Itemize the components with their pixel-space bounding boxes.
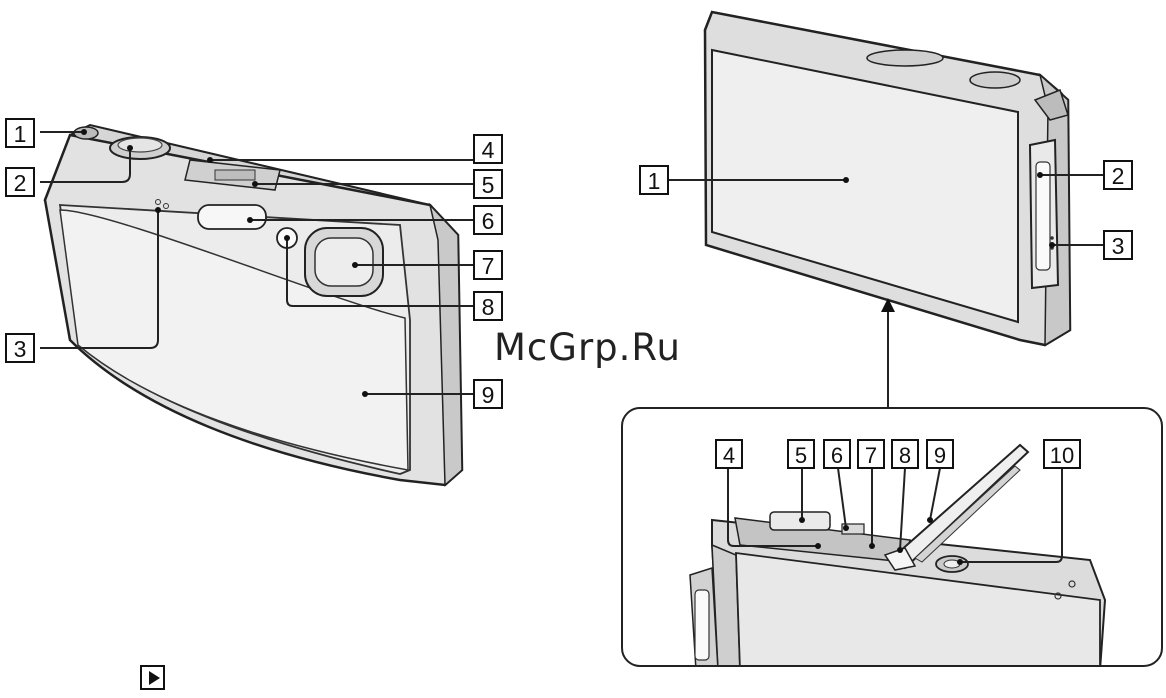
callout-label: 9 [482, 382, 495, 408]
rear-camera-view [705, 12, 1070, 345]
callout-label: 5 [482, 172, 495, 198]
callout-box: 1 [640, 166, 668, 194]
callout-box: 3 [6, 334, 34, 362]
watermark: McGrp.Ru [494, 326, 681, 369]
callout-box: 2 [1104, 161, 1132, 189]
callout-label: 7 [482, 253, 495, 279]
callout-label: 9 [934, 443, 946, 468]
callout-box: 7 [858, 440, 884, 468]
callout-label: 6 [482, 208, 495, 234]
callout-label: 1 [14, 121, 27, 147]
callout-label: 1 [648, 168, 661, 194]
callout-box: 4 [716, 440, 742, 468]
callout-box: 6 [474, 206, 502, 234]
callout-label: 8 [482, 294, 495, 320]
view-arrow [881, 298, 895, 408]
callout-box: 5 [474, 170, 502, 198]
callout-label: 3 [1112, 233, 1125, 259]
callout-box: 3 [1104, 231, 1132, 259]
callout-box: 4 [474, 135, 502, 163]
callout-box: 2 [6, 168, 34, 196]
callout-box: 9 [927, 440, 953, 468]
play-icon [140, 665, 165, 690]
callout-label: 8 [899, 443, 911, 468]
callout-label: 2 [1112, 163, 1125, 189]
callout-label: 4 [482, 137, 495, 163]
callout-box: 8 [474, 292, 502, 320]
callout-box: 8 [892, 440, 918, 468]
callout-box: 10 [1044, 440, 1080, 468]
callout-label: 7 [865, 443, 877, 468]
callout-box: 9 [474, 380, 502, 408]
callout-label: 2 [14, 170, 27, 196]
callout-label: 6 [831, 443, 843, 468]
callout-label: 5 [795, 443, 807, 468]
callout-box: 1 [6, 119, 34, 147]
callout-box: 7 [474, 251, 502, 279]
callout-box: 5 [788, 440, 814, 468]
callout-label: 3 [14, 336, 27, 362]
callout-label: 4 [723, 443, 735, 468]
callout-label: 10 [1050, 443, 1074, 468]
callout-box: 6 [824, 440, 850, 468]
